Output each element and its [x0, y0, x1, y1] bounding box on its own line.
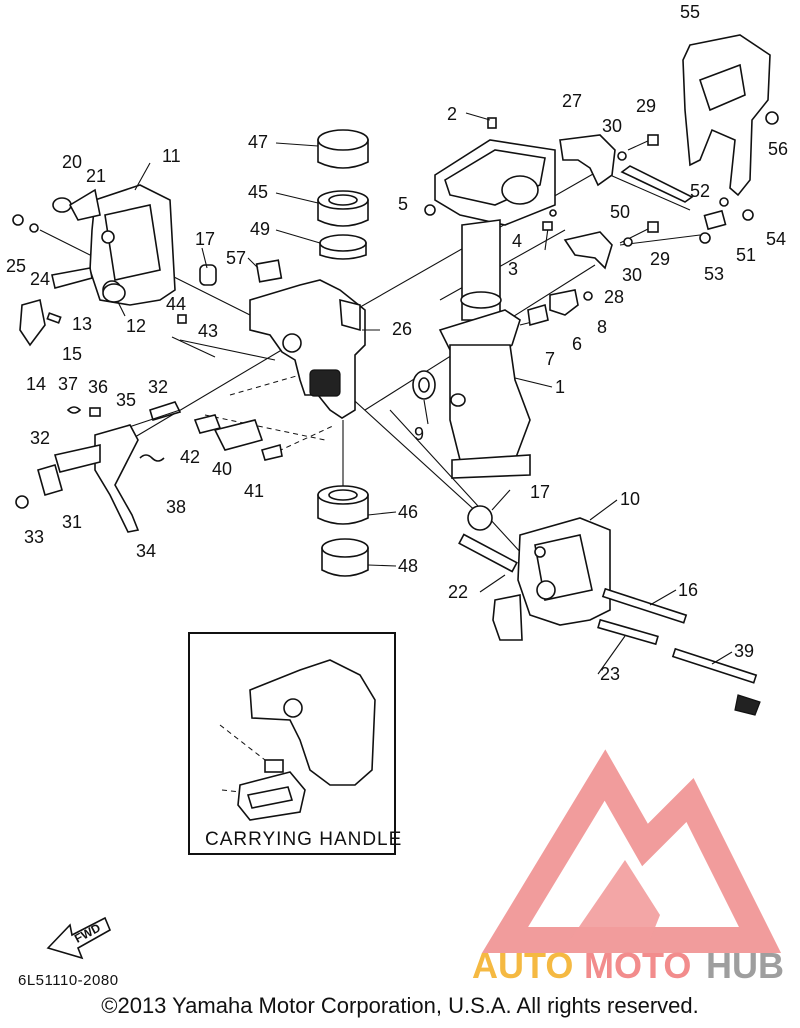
- callout-30a: 30: [602, 116, 622, 136]
- callout-51: 51: [736, 245, 756, 265]
- copyright-notice: ©2013 Yamaha Motor Corporation, U.S.A. A…: [101, 993, 699, 1018]
- watermark-moto: MOTO: [584, 945, 691, 986]
- callout-15: 15: [62, 344, 82, 364]
- callout-57: 57: [226, 248, 246, 268]
- callout-5: 5: [398, 194, 408, 214]
- part-1-driveshaft-housing: [438, 219, 531, 479]
- callout-20: 20: [62, 152, 82, 172]
- callout-39: 39: [734, 641, 754, 661]
- parts-46-48-bushings: [317, 485, 369, 577]
- callout-16: 16: [678, 580, 698, 600]
- callout-42: 42: [180, 447, 200, 467]
- callout-32b: 32: [30, 428, 50, 448]
- callout-52: 52: [690, 181, 710, 201]
- callout-26: 26: [392, 319, 412, 339]
- part-27-clamp: [559, 134, 616, 187]
- callout-53: 53: [704, 264, 724, 284]
- left-small-parts: [12, 188, 283, 533]
- callout-6: 6: [572, 334, 582, 354]
- callout-14: 14: [26, 374, 46, 394]
- callout-54: 54: [766, 229, 786, 249]
- callout-29b: 29: [650, 249, 670, 269]
- callout-37: 37: [58, 374, 78, 394]
- callout-30b: 30: [622, 265, 642, 285]
- callout-32a: 32: [148, 377, 168, 397]
- callout-33: 33: [24, 527, 44, 547]
- part-10-clamp-bracket: [467, 505, 611, 641]
- callout-11: 11: [162, 146, 181, 166]
- callout-49: 49: [250, 219, 270, 239]
- callout-45: 45: [248, 182, 268, 202]
- part-26-swivel-bracket: [249, 279, 366, 419]
- callout-36: 36: [88, 377, 108, 397]
- part-2-upper-casing: [424, 117, 556, 226]
- parts-45-47-49-bushings: [317, 129, 369, 260]
- callout-17b: 17: [530, 482, 550, 502]
- callout-29a: 29: [636, 96, 656, 116]
- callout-8: 8: [597, 317, 607, 337]
- callout-27: 27: [562, 91, 582, 111]
- callout-2: 2: [447, 104, 457, 124]
- callout-46: 46: [398, 502, 418, 522]
- callout-17a: 17: [195, 229, 215, 249]
- callout-10: 10: [620, 489, 640, 509]
- fwd-arrow-icon: FWD: [46, 916, 112, 960]
- callout-48: 48: [398, 556, 418, 576]
- callout-4: 4: [512, 231, 522, 251]
- document-code: 6L51110-2080: [18, 972, 119, 989]
- part-57-plate: [255, 259, 283, 283]
- watermark-hub: HUB: [706, 945, 784, 986]
- inset-caption: CARRYING HANDLE: [205, 829, 402, 850]
- callout-43: 43: [198, 321, 218, 341]
- callout-44: 44: [166, 294, 186, 314]
- part-11-clamp-bracket: [89, 184, 176, 306]
- long-bolts: [458, 533, 761, 716]
- callout-55: 55: [680, 2, 700, 22]
- part-9-grommet: [412, 370, 436, 400]
- callout-25: 25: [6, 256, 26, 276]
- hardware-bolts: [527, 134, 754, 327]
- callout-40: 40: [212, 459, 232, 479]
- callout-31: 31: [62, 512, 82, 532]
- callout-28: 28: [604, 287, 624, 307]
- part-55-cowl: [682, 34, 779, 197]
- callout-3: 3: [508, 259, 518, 279]
- callout-13: 13: [72, 314, 92, 334]
- callout-21: 21: [86, 166, 106, 186]
- callout-leaders: [117, 112, 733, 675]
- callout-9: 9: [414, 424, 424, 444]
- callout-labels: 1 2 3 4 5 6 7 8 9 10 11 12 13 14 15 16 1…: [6, 2, 788, 794]
- watermark-logo: [481, 749, 782, 953]
- watermark-auto: AUTO: [472, 945, 573, 986]
- callout-41: 41: [244, 481, 264, 501]
- callout-24: 24: [30, 269, 50, 289]
- callout-50: 50: [610, 202, 630, 222]
- callout-56: 56: [768, 139, 788, 159]
- callout-22: 22: [448, 582, 468, 602]
- callout-7: 7: [545, 349, 555, 369]
- callout-23: 23: [600, 664, 620, 684]
- inset-carrying-handle: CARRYING HANDLE: [188, 632, 402, 855]
- callout-38: 38: [166, 497, 186, 517]
- callout-47: 47: [248, 132, 268, 152]
- callout-1: 1: [555, 377, 565, 397]
- watermark-wordmark: AUTO MOTO HUB: [472, 945, 784, 986]
- part-28-clamp: [563, 231, 613, 270]
- callout-34: 34: [136, 541, 156, 561]
- callout-12: 12: [126, 316, 146, 336]
- callout-35: 35: [116, 390, 136, 410]
